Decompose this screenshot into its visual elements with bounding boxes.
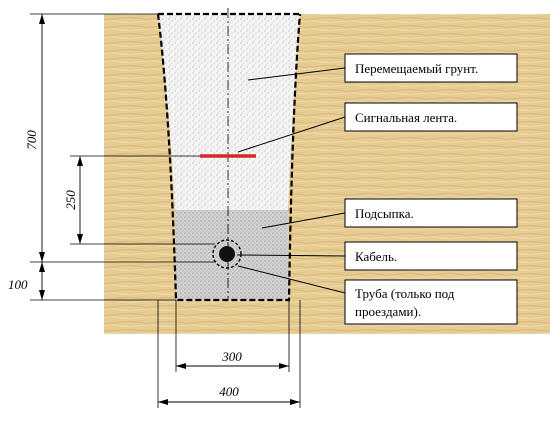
label-pipe-line1: Труба (только под [355,286,455,301]
dim-400-arrow-right [290,399,300,405]
leader-backfill [261,212,346,229]
cable [219,246,235,262]
dim-250-arrow-top [77,156,83,166]
label-signal-tape: Сигнальная лента. [355,110,457,125]
leader-signal-tape [237,116,346,153]
label-box-backfill [344,198,518,228]
dim-250-label: 250 [63,190,78,210]
leader-pipe [237,265,346,294]
dim-400-arrow-left [158,399,168,405]
label-backfill: Подсыпка. [355,206,414,221]
dim-700-arrow-bot [39,252,45,262]
dim-300-label: 300 [221,349,242,364]
dim-300-arrow-right [279,363,289,369]
leader-cable [236,254,346,257]
label-cable: Кабель. [355,249,397,264]
label-moved-soil: Перемещаемый грунт. [355,61,478,76]
dim-250-arrow-bot [77,234,83,244]
dim-300-arrow-left [176,363,186,369]
dim-700-arrow-top [39,14,45,24]
trench-moved-soil [158,14,300,210]
dim-400-label: 400 [219,384,239,399]
leader-moved-soil [247,67,346,81]
label-pipe-line2: проездами). [355,304,421,319]
label-box-signal-tape [344,102,518,132]
label-box-cable [344,241,518,271]
pipe [212,239,242,269]
dim-700-label: 700 [24,130,39,150]
dim-100-arrow-top [39,262,45,272]
label-box-moved-soil [344,53,518,83]
label-box-pipe [344,279,518,325]
dim-100-arrow-bot [39,290,45,300]
trench-outline [156,13,302,302]
dim-100-label: 100 [8,277,28,292]
